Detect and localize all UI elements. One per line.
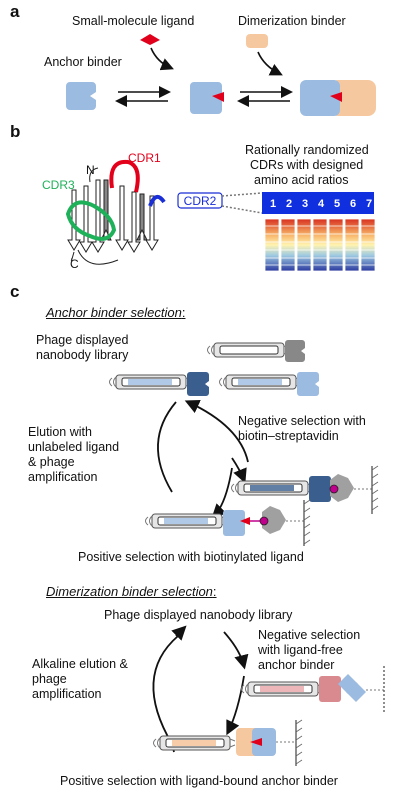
cdr-number: 6 bbox=[350, 198, 356, 210]
cdr-number: 1 bbox=[270, 198, 276, 210]
dimerization-binder-label: Dimerization binder bbox=[238, 14, 346, 28]
ligand-icon bbox=[140, 34, 160, 45]
randomized-line2: CDRs with designed bbox=[250, 158, 364, 172]
phage-library-line1: Phage displayed bbox=[36, 333, 129, 347]
alkaline-line1: Alkaline elution & bbox=[32, 657, 128, 671]
cdr1-label: CDR1 bbox=[128, 151, 161, 165]
panel-a-graphics bbox=[66, 34, 376, 116]
cdr2-label: CDR2 bbox=[184, 194, 217, 208]
cdr-number-ruler bbox=[262, 192, 374, 214]
phage-library-full: Phage displayed nanobody library bbox=[104, 608, 293, 622]
cdr2-box bbox=[177, 192, 223, 209]
panel-b-letter: b bbox=[10, 122, 21, 141]
elution-line4: amplification bbox=[28, 470, 98, 484]
elution-line3: & phage bbox=[28, 455, 75, 469]
cdr-number: 4 bbox=[318, 198, 325, 210]
dimer-binder-icon bbox=[246, 34, 268, 48]
pos-selection2-label: Positive selection with ligand-bound anc… bbox=[60, 774, 338, 788]
cdr-number: 2 bbox=[286, 198, 292, 210]
neg-selection-line2: biotin–streptavidin bbox=[238, 429, 339, 443]
neg-selection2-line3: anchor binder bbox=[258, 658, 335, 672]
cdr3-loop bbox=[65, 200, 117, 241]
elution-line1: Elution with bbox=[28, 425, 92, 439]
panel-b-graphics: CDR2 1 2 3 4 5 6 7 bbox=[65, 159, 376, 272]
heat-columns bbox=[264, 218, 376, 272]
randomized-line1: Rationally randomized bbox=[245, 143, 369, 157]
anchor-binder-label: Anchor binder bbox=[44, 55, 122, 69]
dimer-selection-title: Dimerization binder selection: bbox=[46, 584, 217, 599]
alkaline-line3: amplification bbox=[32, 687, 102, 701]
neg-selection2-line2: with ligand-free bbox=[258, 643, 343, 657]
n-terminus-label: N bbox=[86, 163, 95, 177]
cdr-numbers: 1 2 3 4 5 6 7 bbox=[270, 198, 372, 210]
ligand-label: Small-molecule ligand bbox=[72, 14, 195, 28]
cdr-number: 5 bbox=[334, 198, 340, 210]
alkaline-line2: phage bbox=[32, 672, 67, 686]
panel-a-letter: a bbox=[10, 2, 20, 21]
neg-selection2-line1: Negative selection bbox=[258, 628, 361, 642]
cdr-number: 7 bbox=[366, 198, 372, 210]
cdr2-loop bbox=[148, 194, 166, 207]
phage-library-line2: nanobody library bbox=[36, 348, 129, 362]
panel-c-letter: c bbox=[10, 282, 20, 301]
dimer-selection-graphics bbox=[152, 625, 385, 766]
cdr1-loop bbox=[109, 159, 140, 193]
anchor-binder-icon bbox=[66, 82, 96, 110]
anchor-selection-graphics bbox=[109, 340, 379, 546]
c-terminus-label: C bbox=[70, 257, 79, 271]
pos-selection-label: Positive selection with biotinylated lig… bbox=[78, 550, 304, 564]
anchor-selection-title: Anchor binder selection: bbox=[46, 305, 186, 320]
cdr3-label: CDR3 bbox=[42, 178, 75, 192]
elution-line2: unlabeled ligand bbox=[28, 440, 120, 454]
randomized-line3: amino acid ratios bbox=[254, 173, 349, 187]
neg-selection-line1: Negative selection with bbox=[238, 414, 366, 428]
cdr-number: 3 bbox=[302, 198, 308, 210]
